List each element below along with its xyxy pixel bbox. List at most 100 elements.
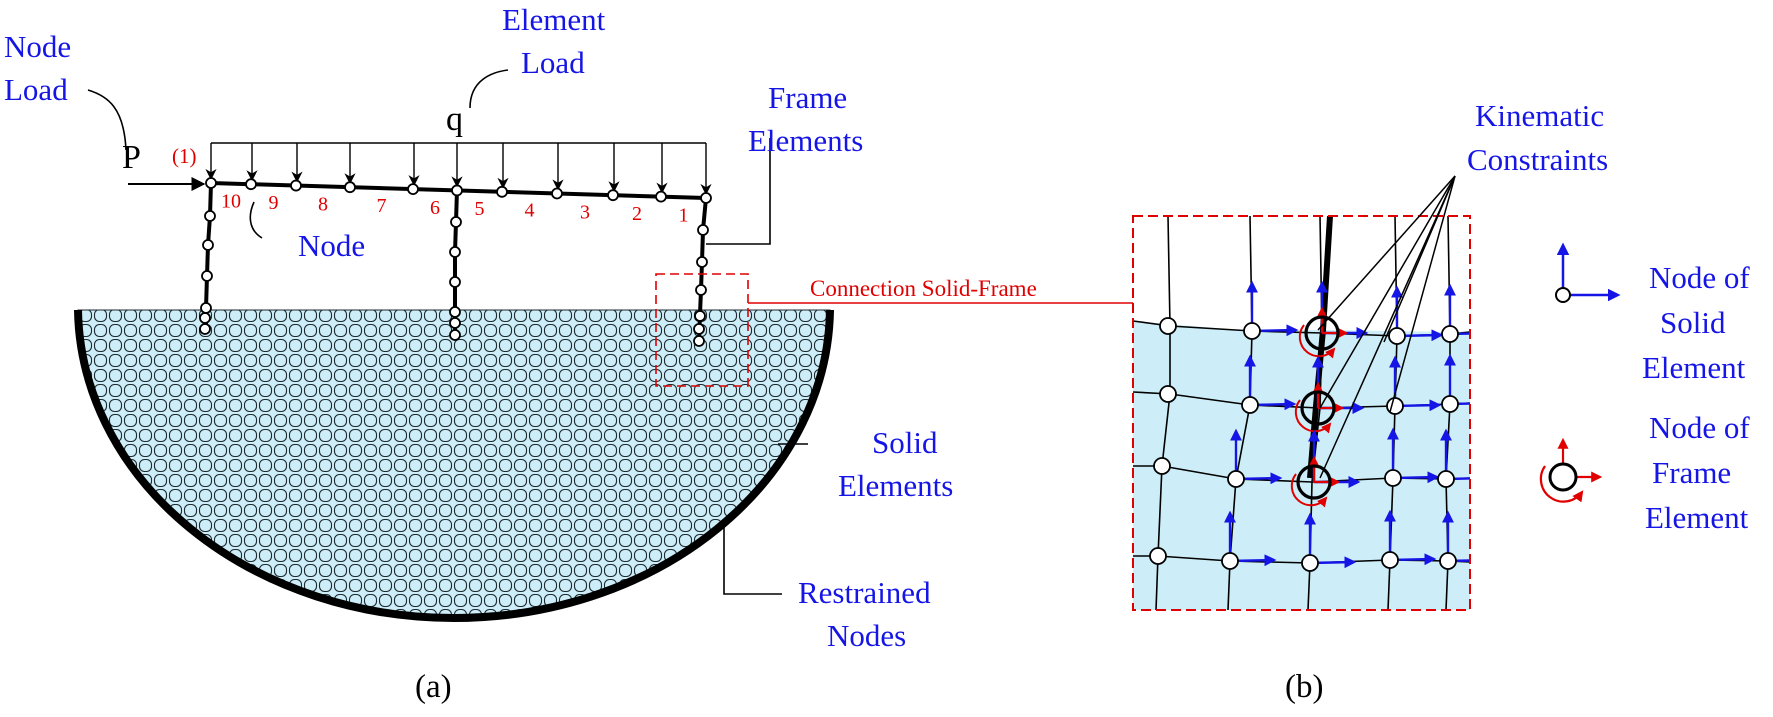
solid-node: [1149, 547, 1167, 565]
svg-text:Restrained: Restrained: [798, 575, 931, 610]
frame-node: [551, 187, 563, 200]
svg-text:Solid: Solid: [1660, 305, 1726, 340]
frame-node: [693, 323, 705, 335]
frame-node: [700, 192, 712, 204]
svg-text:Node of: Node of: [1649, 260, 1750, 295]
frame-node: [449, 246, 461, 258]
kinematic-leaders: [1317, 175, 1456, 479]
frame-node: [245, 178, 257, 191]
svg-text:Elements: Elements: [838, 468, 953, 503]
svg-text:Solid: Solid: [872, 425, 938, 460]
frame-nodes: [199, 177, 712, 347]
solid-node: [1301, 554, 1319, 572]
solid-node: [1388, 327, 1406, 345]
frame-node: [607, 189, 619, 202]
frame-node: [200, 302, 212, 314]
frame-node: [695, 284, 707, 296]
rotation-arc: [1294, 399, 1332, 434]
legend-frame-node: Node of Frame Element: [1539, 410, 1750, 535]
frame-node: [201, 270, 213, 282]
element-number: 8: [318, 193, 328, 215]
frame-node: [697, 224, 709, 236]
svg-text:Node of: Node of: [1649, 410, 1750, 445]
svg-text:Frame: Frame: [1652, 455, 1731, 490]
svg-text:Constraints: Constraints: [1467, 142, 1608, 177]
element-number: 2: [632, 203, 642, 225]
node-label: Node: [298, 228, 365, 263]
frame-node: [655, 190, 667, 203]
frame-node: [496, 185, 508, 198]
frame-node: [205, 177, 217, 189]
connection-label: Connection Solid-Frame: [810, 276, 1037, 301]
solid-elements-label: Solid Elements: [838, 425, 953, 503]
svg-text:Elements: Elements: [748, 123, 863, 158]
zoom-detail: [1133, 216, 1470, 610]
solid-node: [1243, 322, 1261, 340]
frame-node: [449, 306, 461, 318]
solid-node: [1159, 385, 1177, 403]
node-load-label: Node Load: [4, 29, 71, 107]
frame-node: [290, 179, 302, 192]
svg-text:Frame: Frame: [768, 80, 847, 115]
caption-b: (b): [1285, 669, 1323, 705]
connection-region-box: [655, 273, 749, 387]
solid-node: [1221, 552, 1239, 570]
frame-node: [450, 216, 462, 228]
svg-text:Nodes: Nodes: [827, 618, 906, 653]
solid-node: [1439, 552, 1457, 570]
mesh-line: [1155, 216, 1171, 610]
frame-node: [693, 335, 705, 347]
kinematic-constraints-label: Kinematic Constraints: [1467, 98, 1608, 177]
svg-text:Kinematic: Kinematic: [1475, 98, 1604, 133]
solid-node: [1227, 470, 1245, 488]
rotation-arc: [1298, 324, 1336, 359]
svg-text:Load: Load: [521, 45, 585, 80]
svg-text:Element: Element: [502, 2, 606, 37]
frame-node: [344, 181, 356, 194]
frame-node: [204, 210, 216, 222]
frame-node: [696, 256, 708, 268]
frame-node: [1300, 390, 1336, 426]
solid-node: [1381, 551, 1399, 569]
element-number: 7: [377, 195, 387, 217]
frame-node: [407, 183, 419, 196]
zoom-box: [1132, 215, 1471, 611]
frame-node: [1296, 464, 1332, 500]
leader-lines: [87, 69, 808, 595]
frame-node: [199, 323, 211, 335]
point-load-symbol: P: [122, 139, 141, 176]
frame-node: [449, 329, 461, 341]
solid-node-icon: [1555, 287, 1571, 303]
svg-text:Load: Load: [4, 72, 68, 107]
element-number: 3: [580, 201, 590, 223]
solid-node: [1241, 396, 1259, 414]
restrained-nodes-label: Restrained Nodes: [798, 575, 931, 653]
first-node-id: (1): [172, 144, 197, 168]
restrained-boundary: [74, 309, 834, 623]
frame-node: [449, 317, 461, 329]
solid-node: [1437, 470, 1455, 488]
element-number: 9: [269, 192, 279, 214]
element-number: 1: [679, 204, 689, 226]
frame-node-icon: [1548, 462, 1578, 492]
zoom-solid-fill: [1133, 321, 1470, 610]
frame-node: [202, 239, 214, 251]
solid-node: [1441, 325, 1459, 343]
element-number: 5: [475, 198, 485, 220]
frame-node: [451, 184, 463, 197]
solid-mesh: [77, 309, 831, 619]
solid-node: [1441, 395, 1459, 413]
element-load-label: Element Load: [502, 2, 606, 80]
frame-node: [449, 276, 461, 288]
solid-node: [1153, 457, 1171, 475]
frame-node: [694, 310, 706, 322]
distributed-load-symbol: q: [446, 101, 463, 138]
caption-a: (a): [415, 669, 452, 705]
svg-text:Node: Node: [4, 29, 71, 64]
element-number: 10: [221, 191, 241, 213]
solid-node: [1159, 317, 1177, 335]
legend-solid-node: Node of Solid Element: [1555, 242, 1750, 385]
